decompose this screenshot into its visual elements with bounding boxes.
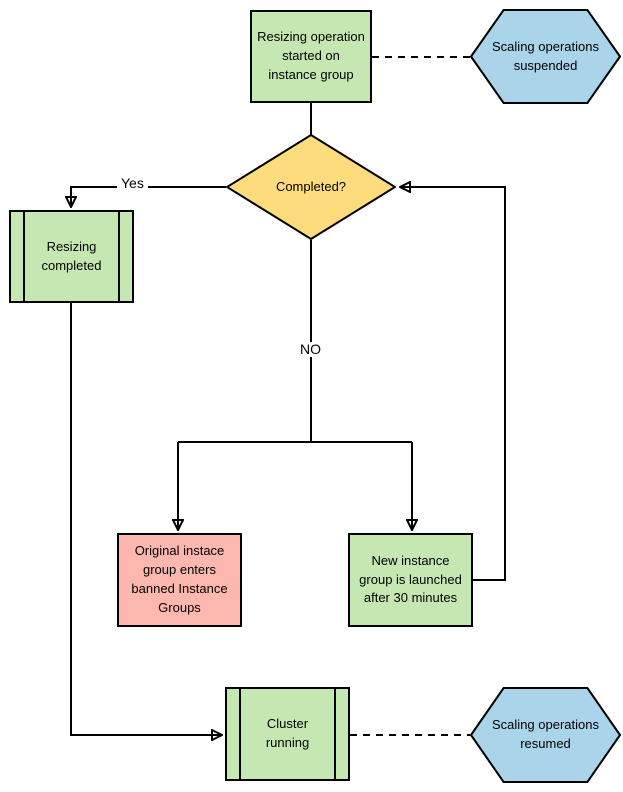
- node-scaling-suspended-label: Scaling operations suspended: [492, 38, 599, 73]
- edge-resizing-completed-to-cluster: [70, 303, 222, 735]
- node-scaling-resumed: Scaling operations resumed: [470, 687, 621, 783]
- node-scaling-suspended: Scaling operations suspended: [470, 9, 621, 104]
- predefined-process-bar: [334, 689, 336, 779]
- node-cluster-running-label: Cluster running: [265, 716, 310, 750]
- node-new-instance-group: New instance group is launched after 30 …: [348, 533, 473, 627]
- node-resizing-completed-label: Resizing completed: [41, 238, 102, 273]
- node-banned-instance-groups-label: Original instace group enters banned Ins…: [131, 543, 228, 615]
- edge-label-no: NO: [296, 341, 325, 358]
- hexagon-shape: [470, 9, 621, 104]
- node-cluster-running: Cluster running: [225, 687, 350, 781]
- predefined-process-bar: [118, 212, 120, 301]
- edge-new-instance-to-decision: [400, 187, 506, 581]
- node-scaling-resumed-label: Scaling operations resumed: [492, 717, 599, 751]
- edge-yes-to-resizing-completed: [71, 186, 226, 207]
- node-resizing-started-label: Resizing operation started on instance g…: [257, 29, 365, 82]
- diamond-shape: [226, 134, 396, 240]
- node-banned-instance-groups: Original instace group enters banned Ins…: [117, 533, 242, 627]
- predefined-process-bar: [23, 212, 25, 301]
- node-new-instance-group-label: New instance group is launched after 30 …: [359, 552, 462, 606]
- node-completed-decision-label: Completed?: [275, 178, 347, 194]
- hexagon-shape: [470, 687, 621, 783]
- node-completed-decision: Completed?: [226, 134, 396, 240]
- edge-label-yes: Yes: [117, 175, 148, 192]
- node-resizing-completed: Resizing completed: [9, 210, 134, 303]
- node-resizing-started: Resizing operation started on instance g…: [250, 10, 372, 103]
- predefined-process-bar: [239, 689, 241, 779]
